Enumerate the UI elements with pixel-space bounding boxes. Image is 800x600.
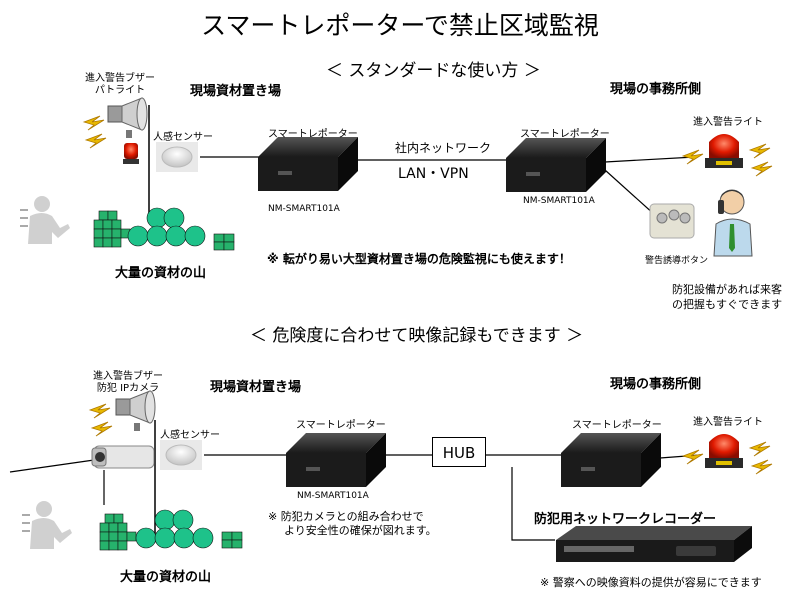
office-label: 現場の事務所側 [610,377,702,392]
reporter-label-right: スマートレポーター [572,420,662,431]
reporter-label-left: スマートレポーター [268,129,358,140]
person-icon [22,501,72,549]
office-label: 現場の事務所側 [610,82,702,97]
smart-reporter-device [506,138,606,192]
sound-wave-icon [681,441,773,475]
recorder-note: ※ 警察への映像資料の提供が容易にできます [540,576,762,589]
connection-lines [9,454,701,541]
materials-pile-icon [99,509,243,551]
motion-sensor-icon [160,440,202,470]
camera-label: 防犯 IPカメラ [96,383,160,394]
speaker-icon [107,97,148,138]
sensor-label: 人感センサー [153,132,213,143]
section-heading-standard: ＜ スタンダードな使い方 ＞ [326,61,541,81]
model-label-left: NM-SMART101A [297,491,369,501]
patlite-label: パトライト [94,85,146,96]
materials-pile-icon [93,207,235,251]
guard-note-line2: の把握もすぐできます [672,298,783,311]
warning-light-label: 進入警告ライト [693,117,763,128]
connection-lines [200,156,696,216]
hub-box: HUB [432,437,486,467]
sound-wave-icon [681,143,773,177]
model-label-left: NM-SMART101A [268,204,340,214]
site-label: 現場資材置き場 [190,84,282,99]
model-label-right: NM-SMART101A [523,196,595,206]
recorder-label: 防犯用ネットワークレコーダー [534,512,717,527]
warning-light-icon [705,434,743,468]
smart-reporter-device [286,433,386,487]
reporter-label-right: スマートレポーター [520,129,610,140]
patlite-icon [123,143,139,164]
camera-note-line2: より安全性の確保が図れます。 [284,524,437,537]
section-heading-recording: ＜ 危険度に合わせて映像記録もできます ＞ [250,326,584,346]
camera-note-line1: ※ 防犯カメラとの組み合わせで [268,510,424,523]
lan-vpn-label: LAN・VPN [398,166,469,182]
button-label: 警告誘導ボタン [645,256,709,266]
motion-sensor-icon [156,142,198,172]
speaker-icon [115,390,156,431]
smart-reporter-device [258,137,358,191]
office-worker-icon [713,189,753,257]
smart-reporter-device [561,433,661,487]
network-recorder-device [556,526,752,562]
network-label: 社内ネットワーク [395,141,492,155]
buzzer-label: 進入警告ブザー [93,371,163,382]
ip-camera-icon [91,445,155,469]
sensor-label: 人感センサー [160,430,220,441]
buzzer-label: 進入警告ブザー [85,73,155,84]
person-icon [20,196,70,244]
warning-button-icon [649,203,695,239]
warning-light-label: 進入警告ライト [693,417,763,428]
page-title: スマートレポーターで禁止区域監視 [201,11,599,40]
materials-label: 大量の資材の山 [120,570,212,585]
guard-note-line1: 防犯設備があれば来客 [672,283,782,296]
section1-note: ※ 転がり易い大型資材置き場の危険監視にも使えます！ [267,252,571,266]
site-label: 現場資材置き場 [210,380,302,395]
reporter-label-left: スマートレポーター [296,420,386,431]
sound-wave-icon [88,403,113,437]
sound-wave-icon [82,115,107,149]
materials-label: 大量の資材の山 [115,266,207,281]
warning-light-icon [705,134,743,168]
